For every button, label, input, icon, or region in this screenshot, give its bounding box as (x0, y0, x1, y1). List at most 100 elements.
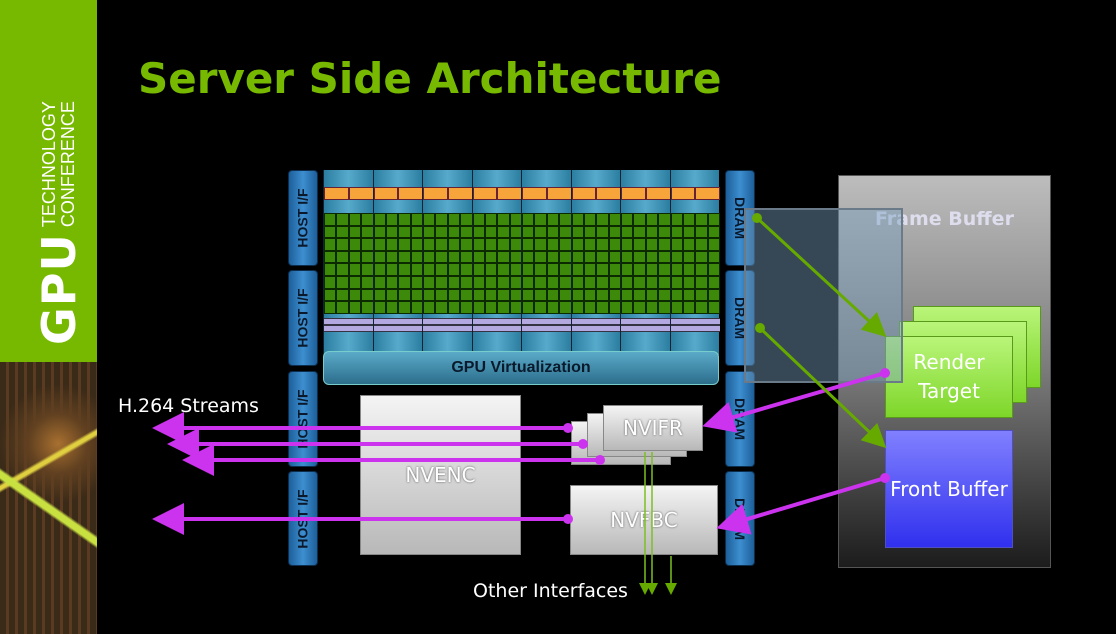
core-cell (472, 301, 485, 314)
sm-column (570, 170, 621, 355)
front-buffer-dot (880, 473, 890, 483)
core-cell (583, 250, 597, 264)
core-cell (398, 276, 411, 289)
core-cell (435, 250, 448, 264)
core-cell (682, 250, 696, 264)
core-cell (472, 213, 485, 226)
core-cell (645, 250, 659, 264)
core-cell (583, 288, 597, 302)
core-cell (546, 301, 560, 314)
core-cell (670, 250, 683, 264)
core-cell (423, 250, 436, 264)
core-cell (497, 301, 510, 314)
core-cell (472, 288, 485, 302)
core-cell (621, 276, 634, 289)
core-cell (682, 263, 696, 276)
core-cell (336, 213, 349, 226)
core-cell (571, 288, 584, 302)
core-cell (447, 225, 461, 239)
core-cell (670, 238, 683, 251)
core-cell (583, 225, 597, 239)
core-cell (336, 301, 349, 314)
core-cell (398, 288, 411, 302)
interconnect-row (621, 318, 671, 325)
core-cell (398, 301, 411, 314)
core-cell (447, 276, 461, 289)
core-cell (670, 276, 683, 289)
core-cell (373, 213, 386, 226)
core-cell (472, 225, 485, 239)
nvenc-block: NVENC (360, 395, 521, 555)
interconnect-row (423, 318, 473, 325)
core-cell (571, 238, 584, 251)
core-cell (695, 238, 708, 251)
core-cell (324, 213, 337, 226)
host-if-block: HOST I/F (288, 371, 318, 467)
core-cell (621, 238, 634, 251)
logo-panel (0, 0, 97, 362)
core-cell (633, 276, 646, 289)
cache-cell (621, 187, 646, 200)
core-cell (621, 263, 634, 276)
core-cell (435, 225, 448, 239)
core-cell (373, 276, 386, 289)
core-cell (447, 250, 461, 264)
core-cell (324, 301, 337, 314)
core-cell (695, 263, 708, 276)
core-cell (633, 213, 646, 226)
core-cell (385, 225, 399, 239)
core-cell (447, 213, 461, 226)
frame-buffer-label: Frame Buffer (875, 208, 1014, 230)
core-cell (534, 250, 547, 264)
core-cell (423, 225, 436, 239)
core-cell (645, 288, 659, 302)
core-cell (435, 301, 448, 314)
core-cell (534, 213, 547, 226)
interconnect-row (522, 325, 572, 332)
core-cell (522, 263, 535, 276)
core-cell (621, 288, 634, 302)
core-cell (695, 225, 708, 239)
core-cell (336, 263, 349, 276)
core-cell (707, 276, 720, 289)
core-cell (435, 263, 448, 276)
core-cell (398, 238, 411, 251)
core-cell (546, 250, 560, 264)
dram-dot (752, 213, 762, 223)
core-cell (670, 301, 683, 314)
sm-column (669, 170, 720, 355)
core-cell (324, 263, 337, 276)
core-cell (447, 238, 461, 251)
core-cell (435, 213, 448, 226)
interconnect-row (670, 325, 720, 332)
core-cell (348, 288, 362, 302)
core-cell (348, 213, 362, 226)
slide-title: Server Side Architecture (138, 54, 722, 103)
core-cell (670, 225, 683, 239)
cache-cell (695, 187, 720, 200)
core-cell (484, 238, 498, 251)
core-cell (596, 238, 609, 251)
core-cell (621, 301, 634, 314)
core-cell (707, 263, 720, 276)
core-cell (373, 288, 386, 302)
core-cell (645, 263, 659, 276)
core-cell (534, 238, 547, 251)
core-cell (633, 250, 646, 264)
core-cell (435, 276, 448, 289)
stream-dot (578, 439, 588, 449)
core-cell (621, 225, 634, 239)
core-cell (447, 301, 461, 314)
core-cell (534, 263, 547, 276)
core-cell (385, 238, 399, 251)
core-cell (645, 225, 659, 239)
core-cell (324, 288, 337, 302)
core-cell (571, 225, 584, 239)
nvifr-block: NVIFR (603, 405, 703, 451)
core-cell (373, 301, 386, 314)
core-cell (707, 213, 720, 226)
render-target-block: Render Target (885, 336, 1013, 418)
core-cell (546, 213, 560, 226)
core-cell (682, 238, 696, 251)
sm-column (521, 170, 572, 355)
